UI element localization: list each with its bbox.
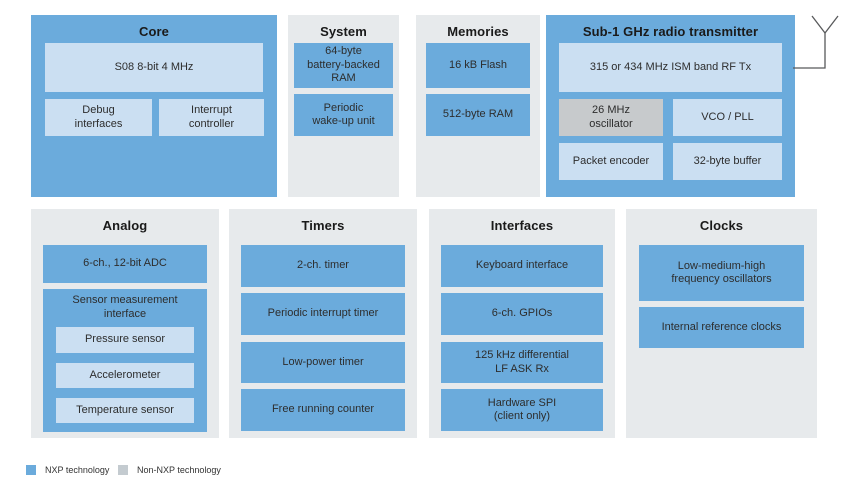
block-frequency-oscillators: Low-medium-high frequency oscillators <box>639 245 804 301</box>
panel-system: System 64-byte battery-backed RAM Period… <box>288 15 399 197</box>
block-hardware-spi: Hardware SPI (client only) <box>441 389 603 431</box>
panel-interfaces: Interfaces Keyboard interface 6-ch. GPIO… <box>429 209 615 438</box>
block-internal-reference-clocks: Internal reference clocks <box>639 307 804 348</box>
block-2ch-timer: 2-ch. timer <box>241 245 405 287</box>
block-battery-backed-ram: 64-byte battery-backed RAM <box>294 43 393 88</box>
block-lf-ask-rx: 125 kHz differential LF ASK Rx <box>441 342 603 383</box>
sensor-measurement-interface-label: Sensor measurement interface <box>72 294 178 320</box>
block-free-running-counter: Free running counter <box>241 389 405 431</box>
panel-timers-title: Timers <box>301 218 345 233</box>
block-flash: 16 kB Flash <box>426 43 530 88</box>
panel-memories-title: Memories <box>447 24 509 39</box>
block-ram: 512-byte RAM <box>426 94 530 136</box>
block-debug-interfaces: Debug interfaces <box>45 99 152 136</box>
panel-clocks: Clocks Low-medium-high frequency oscilla… <box>626 209 817 438</box>
legend-nxp-technology: NXP technology <box>26 463 109 477</box>
block-pressure-sensor: Pressure sensor <box>56 327 194 353</box>
block-ism-band-rf-tx: 315 or 434 MHz ISM band RF Tx <box>559 43 782 92</box>
block-packet-encoder: Packet encoder <box>559 143 663 180</box>
block-sensor-measurement-interface: Sensor measurement interface Pressure se… <box>43 289 207 432</box>
antenna-icon <box>793 15 839 69</box>
block-gpios: 6-ch. GPIOs <box>441 293 603 335</box>
panel-radio-transmitter: Sub-1 GHz radio transmitter 315 or 434 M… <box>546 15 795 197</box>
legend-non-nxp-technology: Non-NXP technology <box>118 463 221 477</box>
block-keyboard-interface: Keyboard interface <box>441 245 603 287</box>
block-32-byte-buffer: 32-byte buffer <box>673 143 782 180</box>
panel-core-title: Core <box>138 24 170 39</box>
panel-clocks-title: Clocks <box>699 218 744 233</box>
block-periodic-interrupt-timer: Periodic interrupt timer <box>241 293 405 335</box>
block-vco-pll: VCO / PLL <box>673 99 782 136</box>
block-26mhz-oscillator: 26 MHz oscillator <box>559 99 663 136</box>
panel-analog-title: Analog <box>102 218 148 233</box>
panel-system-title: System <box>320 24 367 39</box>
block-accelerometer: Accelerometer <box>56 363 194 388</box>
non-nxp-technology-label: Non-NXP technology <box>137 465 221 475</box>
panel-radio-title: Sub-1 GHz radio transmitter <box>582 24 759 39</box>
panel-memories: Memories 16 kB Flash 512-byte RAM <box>416 15 540 197</box>
block-interrupt-controller: Interrupt controller <box>159 99 264 136</box>
block-low-power-timer: Low-power timer <box>241 342 405 383</box>
non-nxp-technology-swatch-icon <box>118 465 128 475</box>
block-temperature-sensor: Temperature sensor <box>56 398 194 423</box>
block-s08-cpu: S08 8-bit 4 MHz <box>45 43 263 92</box>
nxp-technology-label: NXP technology <box>45 465 110 475</box>
nxp-technology-swatch-icon <box>26 465 36 475</box>
panel-core: Core S08 8-bit 4 MHz Debug interfaces In… <box>31 15 277 197</box>
block-periodic-wakeup-unit: Periodic wake-up unit <box>294 94 393 136</box>
panel-timers: Timers 2-ch. timer Periodic interrupt ti… <box>229 209 417 438</box>
block-adc: 6-ch., 12-bit ADC <box>43 245 207 283</box>
panel-analog: Analog 6-ch., 12-bit ADC Sensor measurem… <box>31 209 219 438</box>
panel-interfaces-title: Interfaces <box>490 218 554 233</box>
